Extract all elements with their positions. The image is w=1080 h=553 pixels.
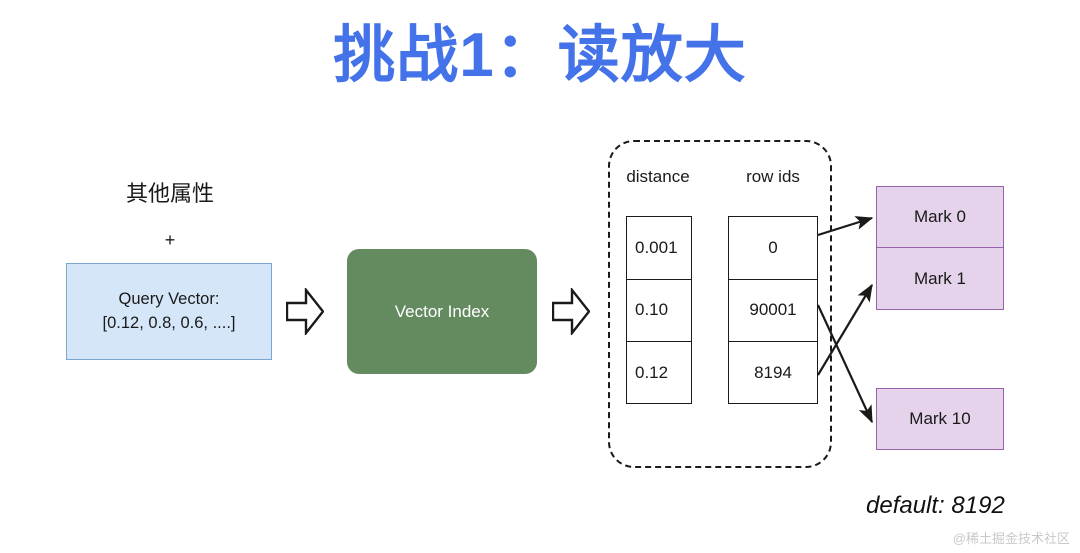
other-attributes-label: 其他属性 [125, 181, 214, 206]
row-ids-table: 0 90001 8194 [728, 216, 818, 404]
vector-index-label: Vector Index [394, 301, 490, 321]
mark-label: Mark 0 [914, 207, 966, 226]
vector-index-box: Vector Index [347, 249, 537, 374]
block-arrow-right-icon [552, 288, 590, 335]
mark-box-10: Mark 10 [876, 388, 1004, 450]
page-title: 挑战1：读放大 [333, 21, 747, 90]
query-vector-values: [0.12, 0.8, 0.6, ....] [102, 313, 236, 332]
column-header-row-ids: row ids [746, 167, 800, 186]
table-row: 8194 [754, 363, 792, 383]
mark-box-0: Mark 0 [876, 186, 1004, 248]
query-vector-box: Query Vector: [0.12, 0.8, 0.6, ....] [66, 263, 272, 360]
query-vector-title: Query Vector: [118, 289, 220, 308]
column-header-distance: distance [626, 167, 690, 186]
table-row: 0 [729, 217, 817, 280]
mark-label: Mark 10 [909, 409, 971, 428]
distance-table: 0.001 0.10 0.12 [626, 216, 692, 404]
block-arrow-right-icon [286, 288, 324, 335]
plus-sign-label: + [164, 230, 176, 250]
table-row: 0.12 [635, 363, 669, 383]
table-row: 0.10 [627, 280, 691, 343]
watermark-label: @稀土掘金技术社区 [952, 531, 1070, 546]
table-row: 90001 [729, 280, 817, 343]
mark-label: Mark 1 [914, 268, 966, 288]
table-row: 0.001 [627, 217, 691, 280]
default-value-note: default: 8192 [866, 492, 1005, 519]
mark-box-1: Mark 1 [876, 248, 1004, 310]
